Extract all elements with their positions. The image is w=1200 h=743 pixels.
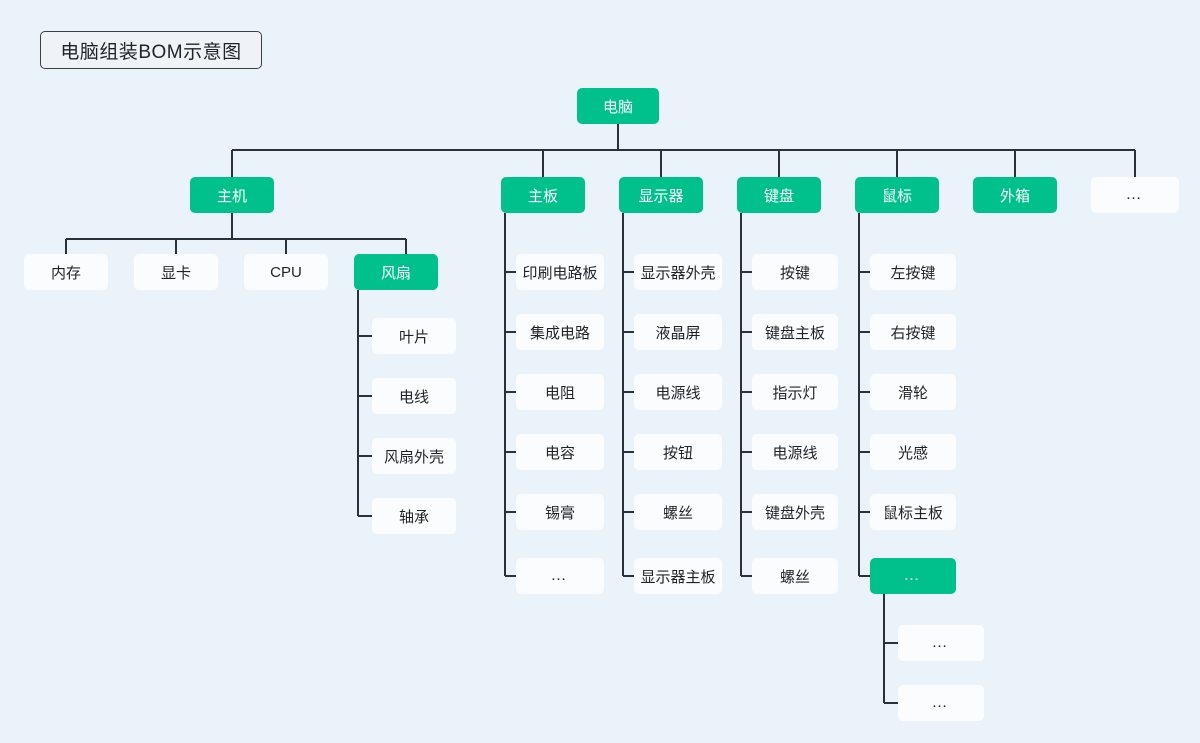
node-capacitor[interactable]: 电容 — [516, 434, 604, 470]
node-fan[interactable]: 风扇 — [354, 254, 438, 290]
node-fan-bearing[interactable]: 轴承 — [372, 498, 456, 534]
node-lcd-panel[interactable]: 液晶屏 — [634, 314, 722, 350]
node-monitor-screw[interactable]: 螺丝 — [634, 494, 722, 530]
node-outer-box[interactable]: 外箱 — [973, 177, 1057, 213]
node-keyboard-power-cord[interactable]: 电源线 — [752, 434, 838, 470]
node-solder-paste[interactable]: 锡膏 — [516, 494, 604, 530]
node-resistor[interactable]: 电阻 — [516, 374, 604, 410]
node-fan-wire[interactable]: 电线 — [372, 378, 456, 414]
node-right-button[interactable]: 右按键 — [870, 314, 956, 350]
node-fan-blade[interactable]: 叶片 — [372, 318, 456, 354]
node-mainboard-more[interactable]: … — [516, 558, 604, 594]
node-mouse-more-child-1[interactable]: … — [898, 625, 984, 661]
node-host[interactable]: 主机 — [190, 177, 274, 213]
node-cpu[interactable]: CPU — [244, 254, 328, 290]
node-integrated-circuit[interactable]: 集成电路 — [516, 314, 604, 350]
node-root-computer[interactable]: 电脑 — [577, 88, 659, 124]
node-level2-more[interactable]: … — [1091, 177, 1179, 213]
node-mouse[interactable]: 鼠标 — [855, 177, 939, 213]
node-indicator-light[interactable]: 指示灯 — [752, 374, 838, 410]
node-keyboard-mainboard[interactable]: 键盘主板 — [752, 314, 838, 350]
node-scroll-wheel[interactable]: 滑轮 — [870, 374, 956, 410]
node-monitor-power-cord[interactable]: 电源线 — [634, 374, 722, 410]
node-optical-sensor[interactable]: 光感 — [870, 434, 956, 470]
node-pcb[interactable]: 印刷电路板 — [516, 254, 604, 290]
node-keyboard[interactable]: 键盘 — [737, 177, 821, 213]
node-monitor[interactable]: 显示器 — [619, 177, 703, 213]
node-keyboard-screw[interactable]: 螺丝 — [752, 558, 838, 594]
node-mouse-more-child-2[interactable]: … — [898, 685, 984, 721]
node-key[interactable]: 按键 — [752, 254, 838, 290]
node-fan-shell[interactable]: 风扇外壳 — [372, 438, 456, 474]
node-monitor-button[interactable]: 按钮 — [634, 434, 722, 470]
node-mouse-mainboard[interactable]: 鼠标主板 — [870, 494, 956, 530]
node-mouse-more[interactable]: … — [870, 558, 956, 594]
diagram-title: 电脑组装BOM示意图 — [40, 31, 262, 69]
node-mainboard[interactable]: 主板 — [501, 177, 585, 213]
node-graphics-card[interactable]: 显卡 — [134, 254, 218, 290]
node-memory[interactable]: 内存 — [24, 254, 108, 290]
node-monitor-mainboard[interactable]: 显示器主板 — [634, 558, 722, 594]
node-left-button[interactable]: 左按键 — [870, 254, 956, 290]
node-keyboard-shell[interactable]: 键盘外壳 — [752, 494, 838, 530]
node-monitor-shell[interactable]: 显示器外壳 — [634, 254, 722, 290]
